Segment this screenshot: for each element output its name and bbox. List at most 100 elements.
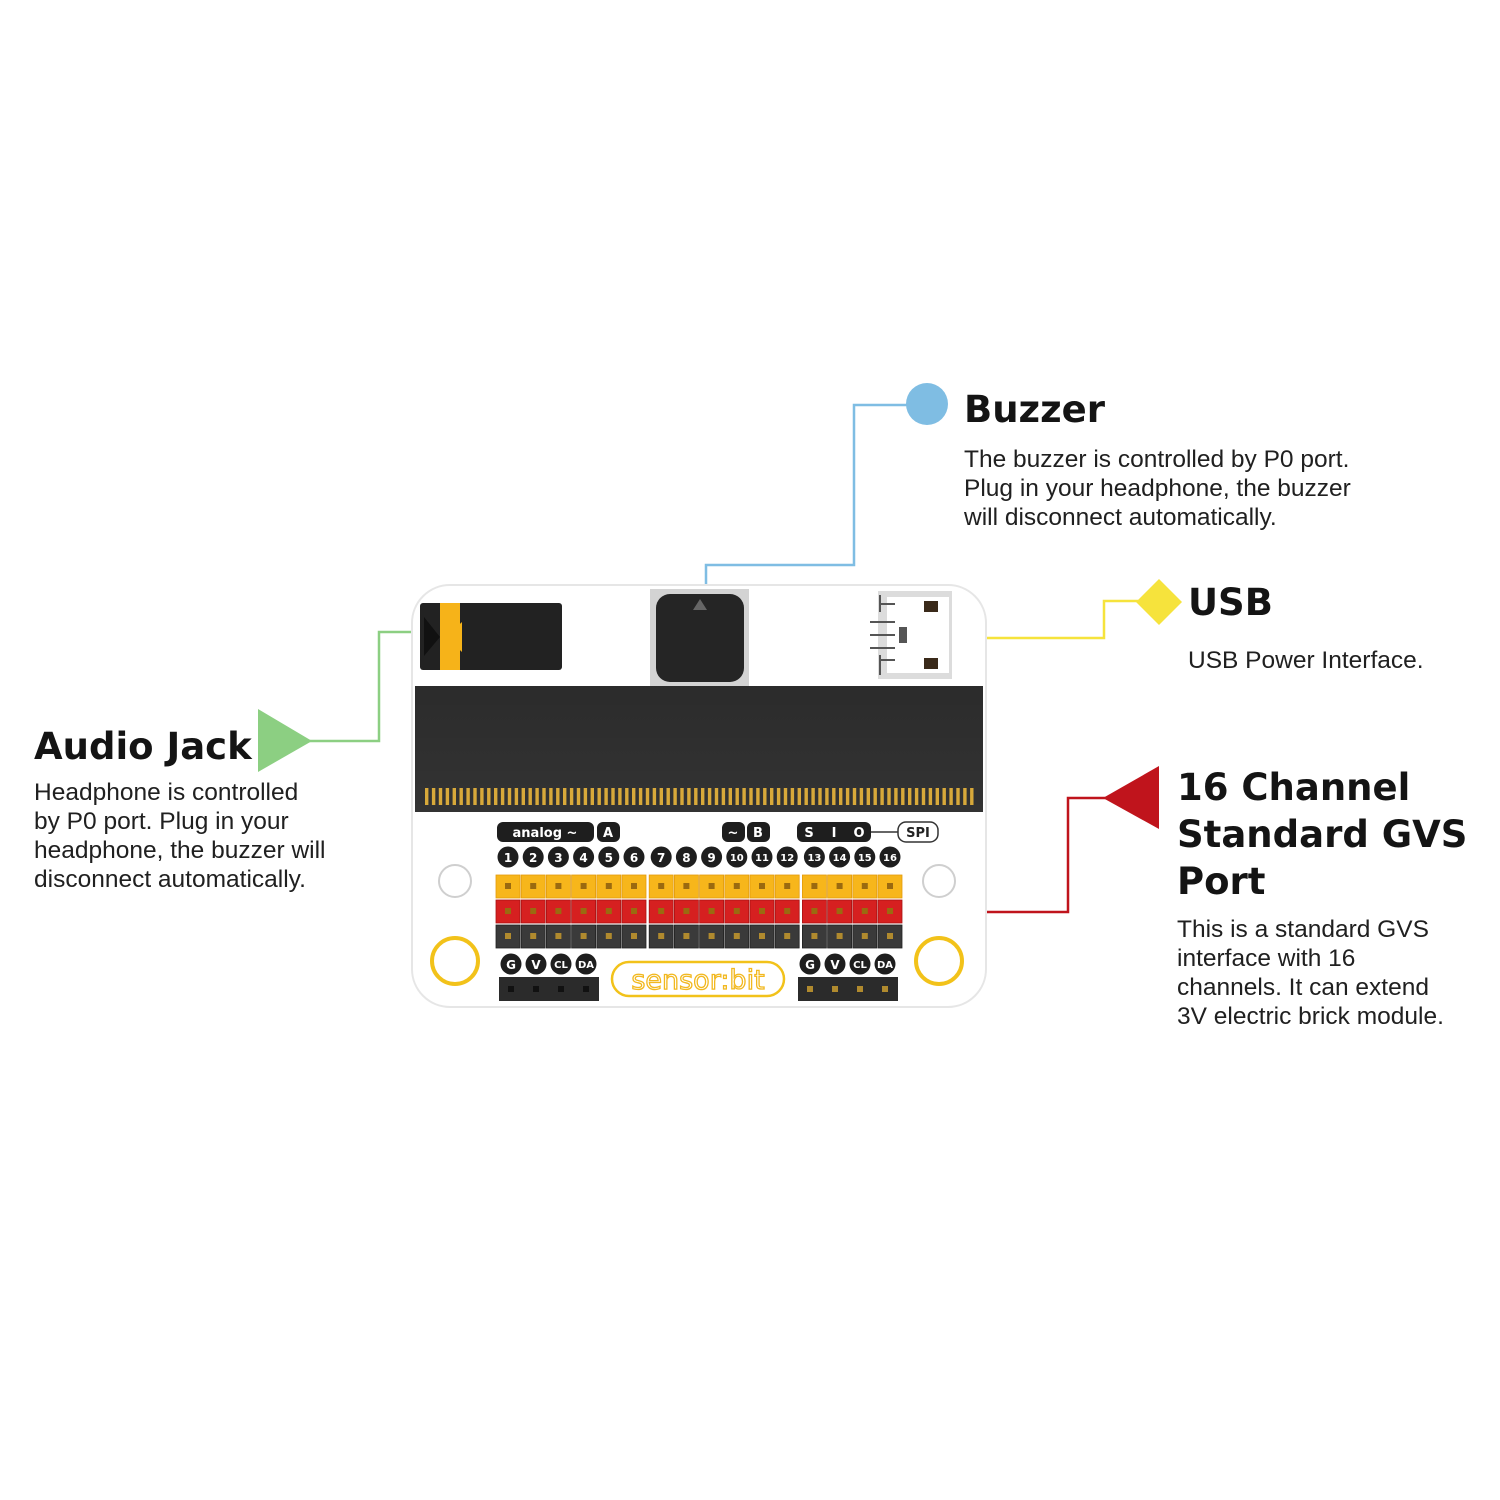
pin-number-badge [650, 846, 672, 868]
gold-finger [666, 788, 670, 805]
spi-label: SPI [906, 826, 930, 841]
usb-title: USB [1188, 581, 1273, 624]
i2c-label-badge [550, 953, 572, 975]
gold-finger [563, 788, 567, 805]
pin-hole [658, 933, 665, 939]
tilde-label: ~ [728, 826, 739, 841]
audio-jack-title: Audio Jack [34, 725, 252, 768]
i2c-label-badge [575, 953, 597, 975]
gold-finger [521, 788, 525, 805]
i2c-label-g: G [506, 958, 516, 972]
gold-finger [500, 788, 505, 805]
pin-number-15: 15 [858, 853, 872, 864]
gold-finger [618, 788, 622, 805]
gold-finger [866, 788, 870, 805]
pin-hole [836, 908, 843, 914]
pin-hole [580, 908, 587, 914]
pin-number-3: 3 [554, 851, 562, 865]
o-label: O [853, 826, 864, 841]
pin-hole [836, 883, 843, 889]
mount-hole-right [922, 864, 956, 898]
pin-hole [580, 883, 587, 889]
pin-hole [861, 933, 868, 939]
gold-finger [659, 788, 663, 805]
gold-finger [583, 788, 588, 805]
mount-ring-left [430, 936, 480, 986]
gold-finger [928, 788, 933, 805]
gold-finger [721, 788, 726, 805]
gold-finger [687, 788, 691, 805]
pin-hole [784, 883, 791, 889]
pin-hole [580, 933, 587, 939]
pin-number-badge [726, 846, 748, 868]
gold-finger [528, 788, 532, 805]
buzzer-desc-line: The buzzer is controlled by P0 port. [964, 446, 1350, 474]
gold-finger [852, 788, 857, 805]
edge-connector-slot [415, 686, 983, 812]
gold-finger [714, 788, 719, 805]
pin-hole [708, 883, 715, 889]
pin-hole [759, 883, 765, 889]
gold-finger [818, 788, 822, 805]
pin-hole [887, 883, 893, 889]
gold-finger [494, 788, 498, 805]
pin-hole [605, 908, 612, 914]
gold-finger [756, 788, 760, 805]
gvs-port-callout: 16 Channel Standard GVS Port This is a s… [1177, 764, 1477, 1031]
pin-hole [533, 986, 539, 992]
pin-hole [784, 908, 791, 914]
gold-finger [425, 788, 429, 805]
gold-finger [576, 788, 581, 805]
gold-finger [894, 788, 898, 805]
pin-number-badge [675, 846, 697, 868]
gold-finger [597, 788, 601, 805]
pin-number-11: 11 [755, 853, 769, 864]
i2c-label-badge [799, 953, 821, 975]
pin-hole [505, 908, 511, 914]
gold-finger [839, 788, 843, 805]
pin-hole [811, 883, 818, 889]
usb-port-component [870, 591, 952, 679]
pin-number-badge [623, 846, 645, 868]
pin-hole [605, 933, 612, 939]
gold-finger [459, 788, 463, 805]
buzzer-desc-line: will disconnect automatically. [964, 504, 1277, 532]
pin-hole [683, 908, 690, 914]
gold-finger [770, 788, 774, 805]
pin-hole [658, 908, 665, 914]
gold-finger [804, 788, 808, 805]
i2c-label-badge [525, 953, 547, 975]
brand-logo: sensor:bit [631, 965, 764, 996]
gold-finger [908, 788, 912, 805]
pin-number-1: 1 [504, 851, 512, 865]
pin-number-8: 8 [682, 851, 690, 865]
usb-callout: USB USB Power Interface. [1188, 580, 1424, 675]
i2c-label-badge [500, 953, 522, 975]
gold-finger [956, 788, 960, 805]
pin-hole [508, 986, 514, 992]
i-label: I [832, 826, 837, 841]
gold-finger [845, 788, 850, 805]
pin-hole [631, 933, 637, 939]
gold-finger [880, 788, 884, 805]
buzzer-callout: Buzzer The buzzer is controlled by P0 po… [964, 387, 1351, 532]
pin-number-14: 14 [833, 853, 847, 864]
pin-number-badge [573, 846, 595, 868]
pin-hole [605, 883, 612, 889]
gvs-marker-icon [1103, 766, 1159, 829]
audio-jack-component [420, 603, 562, 670]
pin-number-4: 4 [579, 851, 587, 865]
audio-jack-callout: Audio Jack Headphone is controlled by P0… [34, 724, 364, 894]
i2c-label-da: DA [877, 960, 893, 971]
pin-number-7: 7 [657, 851, 665, 865]
pin-number-2: 2 [529, 851, 537, 865]
pin-hole [558, 986, 564, 992]
gold-finger [673, 788, 677, 805]
pin-hole [733, 908, 740, 914]
pin-hole [505, 933, 511, 939]
audio-jack-description: Headphone is controlled by P0 port. Plug… [34, 778, 364, 894]
gold-finger [970, 788, 974, 805]
buzzer-title: Buzzer [964, 388, 1105, 431]
